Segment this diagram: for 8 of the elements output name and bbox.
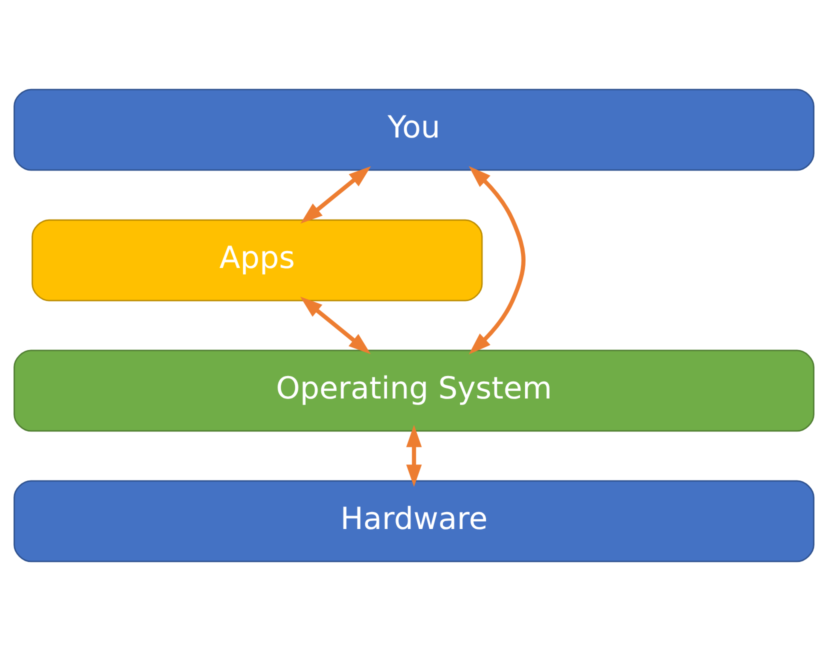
node-box: You (14, 88, 814, 170)
arrow (406, 424, 422, 486)
arrow (300, 296, 371, 354)
node-box: Operating System (14, 349, 814, 432)
node-box: Apps (32, 218, 483, 301)
arrow (468, 166, 526, 354)
arrow (300, 166, 371, 224)
node-box: Hardware (14, 480, 814, 562)
